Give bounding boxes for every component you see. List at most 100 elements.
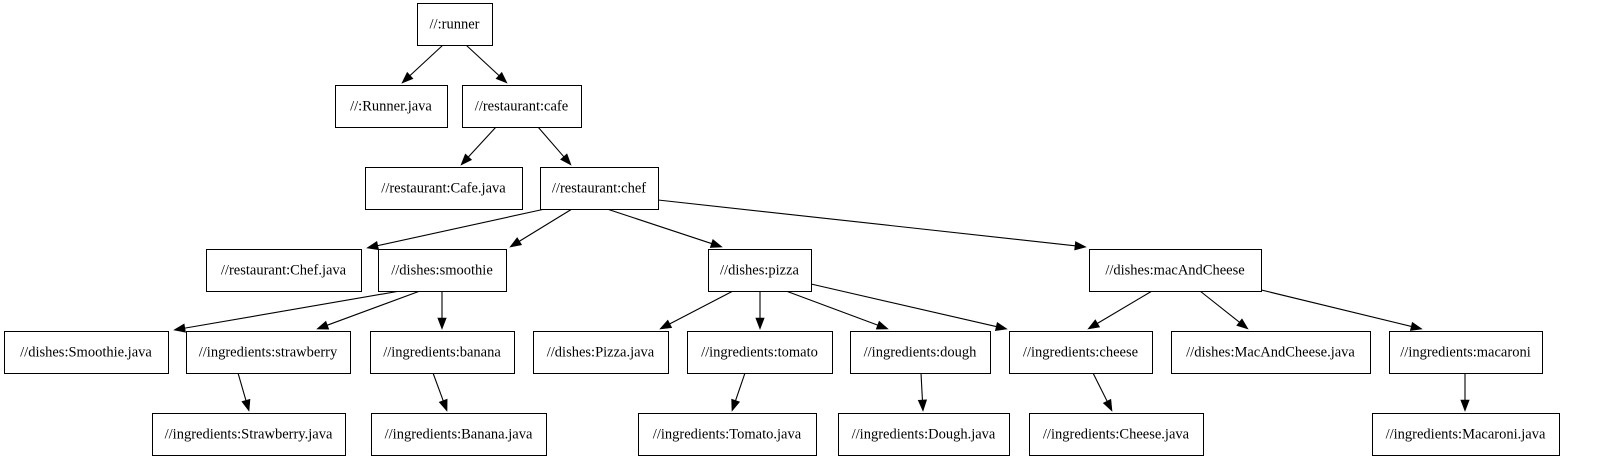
node-box (850, 331, 991, 374)
arrowhead-icon (509, 237, 523, 248)
node-label: //restaurant:Cafe.java (381, 180, 506, 196)
graph-node-chef[interactable]: //restaurant:chef (540, 167, 659, 210)
node-label: //:Runner.java (350, 98, 432, 114)
edge-line (519, 208, 573, 242)
edge-chef-to-macandcheese (657, 199, 1087, 251)
node-box (4, 331, 169, 374)
graph-node-banana[interactable]: //ingredients:banana (370, 331, 515, 374)
node-label: //ingredients:Strawberry.java (165, 426, 333, 442)
arrowhead-icon (1236, 318, 1249, 330)
arrowhead-icon (560, 153, 572, 166)
edge-runner-to-cafe (465, 44, 508, 84)
graph-node-cheese[interactable]: //ingredients:cheese (1009, 331, 1153, 374)
node-box (1009, 331, 1153, 374)
arrowhead-icon (1409, 321, 1423, 331)
edge-line (184, 290, 401, 329)
edge-line (537, 126, 565, 158)
edge-smoothie-to-smoothie_java (173, 290, 401, 333)
edge-tomato-to-tomato_java (731, 372, 746, 412)
edge-line (432, 372, 444, 401)
node-label: //dishes:macAndCheese (1105, 262, 1244, 278)
edge-chef-to-chef_java (366, 208, 546, 251)
edge-macaroni-to-macaroni_java (1460, 373, 1470, 412)
arrowhead-icon (1087, 319, 1101, 330)
node-box (186, 331, 351, 374)
graph-node-strawberry[interactable]: //ingredients:strawberry (186, 331, 351, 374)
arrowhead-icon (755, 317, 765, 330)
node-box (335, 85, 448, 128)
graph-node-smoothie_java[interactable]: //dishes:Smoothie.java (4, 331, 169, 374)
edge-line (468, 126, 497, 158)
graph-node-banana_java[interactable]: //ingredients:Banana.java (371, 413, 547, 456)
graph-node-cafe_java[interactable]: //restaurant:Cafe.java (365, 167, 523, 210)
graph-node-macandcheese_java[interactable]: //dishes:MacAndCheese.java (1171, 331, 1371, 374)
edge-line (785, 290, 878, 326)
graph-node-cafe[interactable]: //restaurant:cafe (462, 85, 582, 128)
arrowhead-icon (994, 321, 1008, 331)
edge-line (327, 290, 421, 326)
arrowhead-icon (438, 398, 448, 412)
edge-cheese-to-cheese_java (1092, 372, 1113, 412)
node-box (540, 167, 659, 210)
edge-pizza-to-tomato (755, 291, 765, 330)
graph-node-dough[interactable]: //ingredients:dough (850, 331, 991, 374)
arrowhead-icon (495, 71, 508, 84)
node-label: //ingredients:Banana.java (385, 426, 533, 442)
edge-line (810, 283, 997, 328)
graph-node-smoothie[interactable]: //dishes:smoothie (378, 249, 507, 292)
node-label: //ingredients:cheese (1023, 344, 1138, 360)
graph-node-runner[interactable]: //:runner (417, 3, 493, 46)
edge-line (920, 372, 923, 401)
arrowhead-icon (401, 71, 414, 84)
node-box (417, 3, 493, 46)
node-box (1389, 331, 1543, 374)
edge-line (1199, 290, 1240, 323)
node-label: //ingredients:banana (383, 344, 501, 360)
node-label: //ingredients:Macaroni.java (1386, 426, 1546, 442)
node-box (462, 85, 582, 128)
graph-node-chef_java[interactable]: //restaurant:Chef.java (206, 249, 362, 292)
node-label: //ingredients:Tomato.java (653, 426, 802, 442)
arrowhead-icon (316, 320, 330, 330)
node-label: //dishes:pizza (720, 262, 799, 278)
graph-node-pizza_java[interactable]: //dishes:Pizza.java (533, 331, 669, 374)
node-label: //dishes:MacAndCheese.java (1186, 344, 1355, 360)
edge-line (465, 44, 500, 76)
node-label: //ingredients:Cheese.java (1043, 426, 1190, 442)
node-label: //:runner (430, 16, 480, 32)
graph-node-pizza[interactable]: //dishes:pizza (708, 249, 812, 292)
graph-node-dough_java[interactable]: //ingredients:Dough.java (838, 413, 1010, 456)
graph-node-macandcheese[interactable]: //dishes:macAndCheese (1089, 249, 1262, 292)
arrowhead-icon (1074, 241, 1087, 251)
node-box (687, 331, 833, 374)
node-box (1089, 249, 1262, 292)
graph-node-cheese_java[interactable]: //ingredients:Cheese.java (1029, 413, 1204, 456)
graph-node-tomato[interactable]: //ingredients:tomato (687, 331, 833, 374)
node-box (370, 331, 515, 374)
graph-node-macaroni[interactable]: //ingredients:macaroni (1389, 331, 1543, 374)
arrowhead-icon (659, 319, 673, 330)
edge-cafe-to-cafe_java (460, 126, 497, 166)
graph-node-runner_java[interactable]: //:Runner.java (335, 85, 448, 128)
arrowhead-icon (731, 398, 741, 412)
graph-node-strawberry_java[interactable]: //ingredients:Strawberry.java (152, 413, 346, 456)
edge-macandcheese-to-macandcheese_java (1199, 290, 1249, 330)
graph-node-tomato_java[interactable]: //ingredients:Tomato.java (638, 413, 817, 456)
arrowhead-icon (917, 399, 928, 412)
node-label: //dishes:Pizza.java (547, 344, 655, 360)
node-label: //ingredients:dough (864, 344, 978, 360)
node-box (1029, 413, 1204, 456)
node-box (365, 167, 523, 210)
edge-smoothie-to-strawberry (316, 290, 421, 330)
graph-node-macaroni_java[interactable]: //ingredients:Macaroni.java (1372, 413, 1560, 456)
arrowhead-icon (709, 239, 723, 248)
node-box (378, 249, 507, 292)
edge-line (1092, 372, 1108, 402)
edge-line (1097, 290, 1153, 324)
edge-line (1252, 287, 1412, 327)
node-label: //ingredients:strawberry (199, 344, 338, 360)
node-box (838, 413, 1010, 456)
node-label: //dishes:smoothie (391, 262, 493, 278)
node-box (708, 249, 812, 292)
